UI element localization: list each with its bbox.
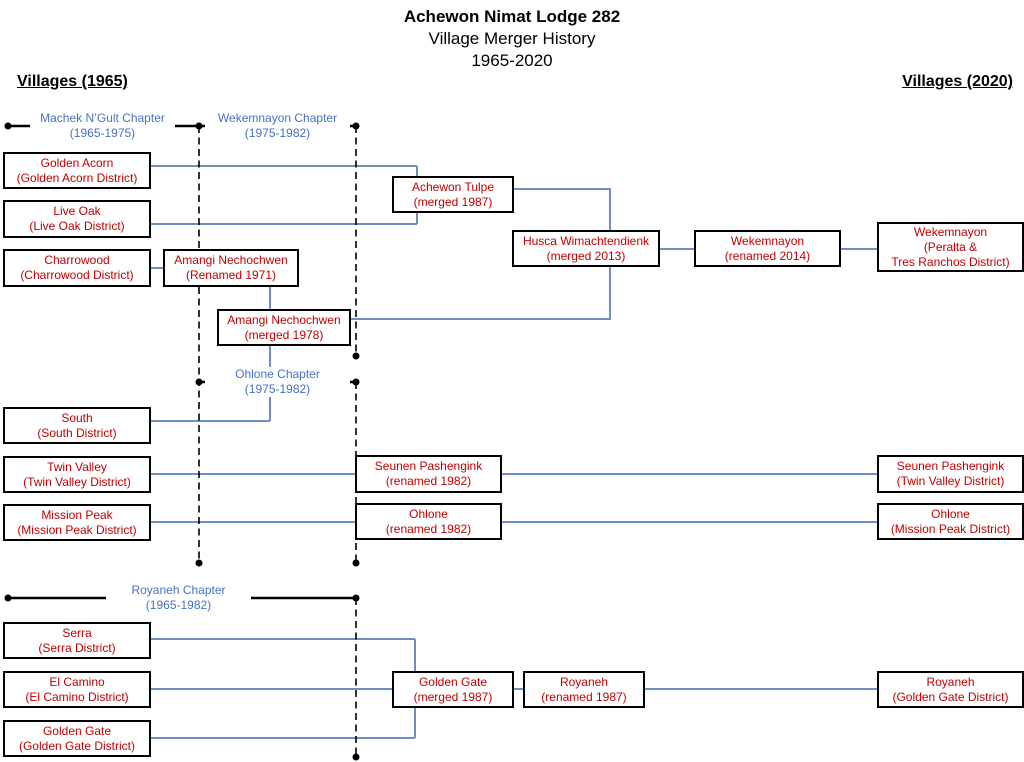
village-name: El Camino	[49, 674, 105, 689]
village-name: Amangi Nechochwen	[227, 312, 341, 327]
heading-villages-1965: Villages (1965)	[17, 73, 128, 90]
village-name: Amangi Nechochwen	[174, 253, 288, 267]
village-detail: (renamed 1987)	[541, 689, 627, 704]
village-detail: (El Camino District)	[25, 689, 129, 704]
diagram-title: Achewon Nimat Lodge 282 Village Merger H…	[312, 6, 712, 72]
village-name: South	[61, 410, 93, 425]
village-name: Seunen Pashengink	[374, 459, 483, 473]
village-name: Golden Gate	[42, 723, 112, 738]
chapter-label-royaneh: Royaneh Chapter (1965-1982)	[106, 583, 251, 613]
village-name: Achewon Tulpe	[411, 179, 495, 194]
village-detail: (Golden Gate District)	[18, 738, 136, 753]
village-box-golden-gate-merged: Golden Gate (merged 1987)	[392, 671, 514, 708]
village-detail: (Renamed 1971)	[185, 268, 277, 282]
chapter-name: Wekemnayon Chapter	[217, 111, 338, 125]
village-box-wekemnayon-2020: Wekemnayon (Peralta & Tres Ranchos Distr…	[877, 222, 1024, 272]
chapter-label-ohlone: Ohlone Chapter (1975-1982)	[205, 367, 350, 397]
diagram-subtitle: Village Merger History	[428, 29, 596, 48]
village-detail: (merged 1987)	[413, 689, 493, 704]
village-detail: (Live Oak District)	[29, 219, 125, 233]
lodge-name: Achewon Nimat Lodge 282	[403, 7, 621, 26]
chapter-years: (1965-1982)	[145, 598, 212, 612]
village-name: Husca Wimachtendienk	[522, 233, 650, 248]
village-name: Wekemnayon	[730, 233, 805, 248]
chapter-years: (1975-1982)	[244, 382, 311, 396]
village-name: Golden Gate	[418, 674, 488, 689]
village-name: Wekemnayon	[913, 224, 988, 239]
village-box-twin-valley: Twin Valley (Twin Valley District)	[3, 456, 151, 493]
village-detail: (Serra District)	[38, 640, 116, 655]
village-detail: (merged 2013)	[546, 248, 626, 263]
village-name: Seunen Pashengink	[896, 459, 1005, 473]
village-detail: (South District)	[37, 425, 117, 440]
village-detail: (merged 1978)	[244, 327, 324, 342]
village-box-serra: Serra (Serra District)	[3, 622, 151, 659]
village-box-husca-wimachtendienk: Husca Wimachtendienk (merged 2013)	[512, 230, 660, 267]
chapter-years: (1965-1975)	[69, 126, 136, 140]
village-box-charrowood: Charrowood (Charrowood District)	[3, 249, 151, 287]
village-name: Mission Peak	[41, 507, 113, 522]
chapter-name: Ohlone Chapter	[235, 367, 320, 381]
village-box-royaneh-renamed: Royaneh (renamed 1987)	[523, 671, 645, 708]
village-box-golden-acorn: Golden Acorn (Golden Acorn District)	[3, 152, 151, 189]
village-detail: (Twin Valley District)	[896, 474, 1005, 488]
heading-villages-2020: Villages (2020)	[902, 73, 1013, 90]
village-box-wekemnayon-renamed: Wekemnayon (renamed 2014)	[694, 230, 841, 267]
village-detail: (merged 1987)	[413, 194, 493, 209]
diagram-date-range: 1965-2020	[471, 51, 553, 70]
village-name: Serra	[62, 625, 92, 640]
village-box-live-oak: Live Oak (Live Oak District)	[3, 200, 151, 238]
village-detail: (Charrowood District)	[20, 268, 134, 282]
chapter-name: Royaneh Chapter	[131, 583, 226, 597]
village-detail: (renamed 2014)	[724, 248, 811, 263]
chapter-years: (1975-1982)	[244, 126, 311, 140]
village-detail: (renamed 1982)	[385, 474, 472, 488]
village-box-ohlone-renamed: Ohlone (renamed 1982)	[355, 503, 502, 540]
village-detail: (Mission Peak District)	[17, 522, 137, 537]
village-box-ohlone-2020: Ohlone (Mission Peak District)	[877, 503, 1024, 540]
village-name: Royaneh	[926, 674, 975, 689]
village-name: Ohlone	[409, 506, 448, 521]
village-name: Ohlone	[931, 506, 970, 521]
village-box-mission-peak: Mission Peak (Mission Peak District)	[3, 504, 151, 541]
village-box-royaneh-2020: Royaneh (Golden Gate District)	[877, 671, 1024, 708]
village-detail: (Twin Valley District)	[23, 474, 131, 489]
village-detail: (Golden Acorn District)	[16, 170, 138, 185]
village-box-seunen-pashengink-renamed: Seunen Pashengink (renamed 1982)	[355, 455, 502, 493]
chapter-name: Machek N’Gult Chapter	[40, 111, 165, 125]
village-name: Charrowood	[44, 253, 110, 267]
village-name: Twin Valley	[47, 459, 107, 474]
village-box-el-camino: El Camino (El Camino District)	[3, 671, 151, 708]
village-box-south: South (South District)	[3, 407, 151, 444]
village-name: Live Oak	[53, 204, 101, 218]
village-box-seunen-pashengink-2020: Seunen Pashengink (Twin Valley District)	[877, 455, 1024, 493]
village-box-achewon-tulpe: Achewon Tulpe (merged 1987)	[392, 176, 514, 213]
village-detail: (renamed 1982)	[385, 521, 472, 536]
village-detail: (Peralta &	[923, 239, 978, 254]
chapter-boundary-dashed-lines	[198, 126, 357, 757]
timeline-endpoint-dots	[4, 122, 360, 761]
village-box-amangi-nechochwen-merged: Amangi Nechochwen (merged 1978)	[217, 309, 351, 346]
village-name: Royaneh	[559, 674, 609, 689]
village-box-golden-gate: Golden Gate (Golden Gate District)	[3, 720, 151, 757]
village-box-amangi-nechochwen-renamed: Amangi Nechochwen (Renamed 1971)	[163, 249, 299, 287]
village-detail-2: Tres Ranchos District)	[891, 254, 1010, 269]
chapter-label-wekemnayon: Wekemnayon Chapter (1975-1982)	[205, 111, 350, 141]
village-detail: (Golden Gate District)	[892, 689, 1009, 704]
village-detail: (Mission Peak District)	[890, 521, 1011, 536]
chapter-label-machek-ngult: Machek N’Gult Chapter (1965-1975)	[30, 111, 175, 141]
village-name: Golden Acorn	[40, 155, 114, 170]
